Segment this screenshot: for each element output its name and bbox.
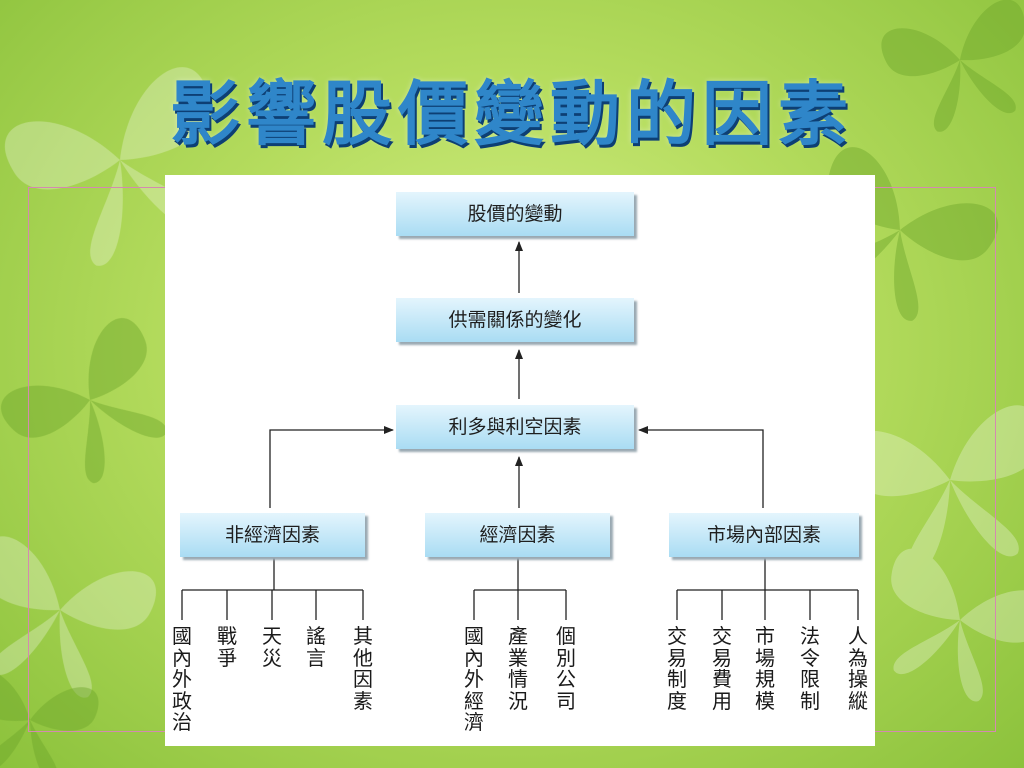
leaf-industry-conditions: 產業情況 xyxy=(508,624,528,713)
connector-lines xyxy=(181,241,859,620)
leaf-domestic-foreign-economy: 國內外經濟 xyxy=(464,624,484,734)
node-stock-price-change: 股價的變動 xyxy=(396,192,634,236)
node-supply-demand-change: 供需關係的變化 xyxy=(396,298,634,342)
leaf-individual-company: 個別公司 xyxy=(556,624,576,713)
leaf-domestic-foreign-politics: 國內外政治 xyxy=(172,624,192,734)
diagram-panel: 股價的變動 供需關係的變化 利多與利空因素 非經濟因素 經濟因素 市場內部因素 … xyxy=(165,175,875,746)
leaf-natural-disaster: 天災 xyxy=(262,624,282,670)
page-title: 影響股價變動的因素 xyxy=(170,73,854,155)
leaf-war: 戰爭 xyxy=(217,624,237,670)
leaf-other-factors: 其他因素 xyxy=(353,624,373,713)
arrow-market-to-bullbear xyxy=(638,426,764,508)
arrow-noneconomic-to-bullbear xyxy=(269,426,394,508)
leaf-trading-system: 交易制度 xyxy=(667,624,687,713)
leaf-market-size: 市場規模 xyxy=(755,624,775,713)
node-non-economic-factors: 非經濟因素 xyxy=(180,513,365,557)
leaf-rumor: 謠言 xyxy=(306,624,326,670)
leaf-legal-restrictions: 法令限制 xyxy=(800,624,820,713)
node-bull-bear-factors: 利多與利空因素 xyxy=(396,405,634,449)
leaf-trading-costs: 交易費用 xyxy=(712,624,732,713)
leaf-manipulation: 人為操縱 xyxy=(848,624,868,713)
node-economic-factors: 經濟因素 xyxy=(425,513,610,557)
node-market-internal-factors: 市場內部因素 xyxy=(669,513,859,557)
